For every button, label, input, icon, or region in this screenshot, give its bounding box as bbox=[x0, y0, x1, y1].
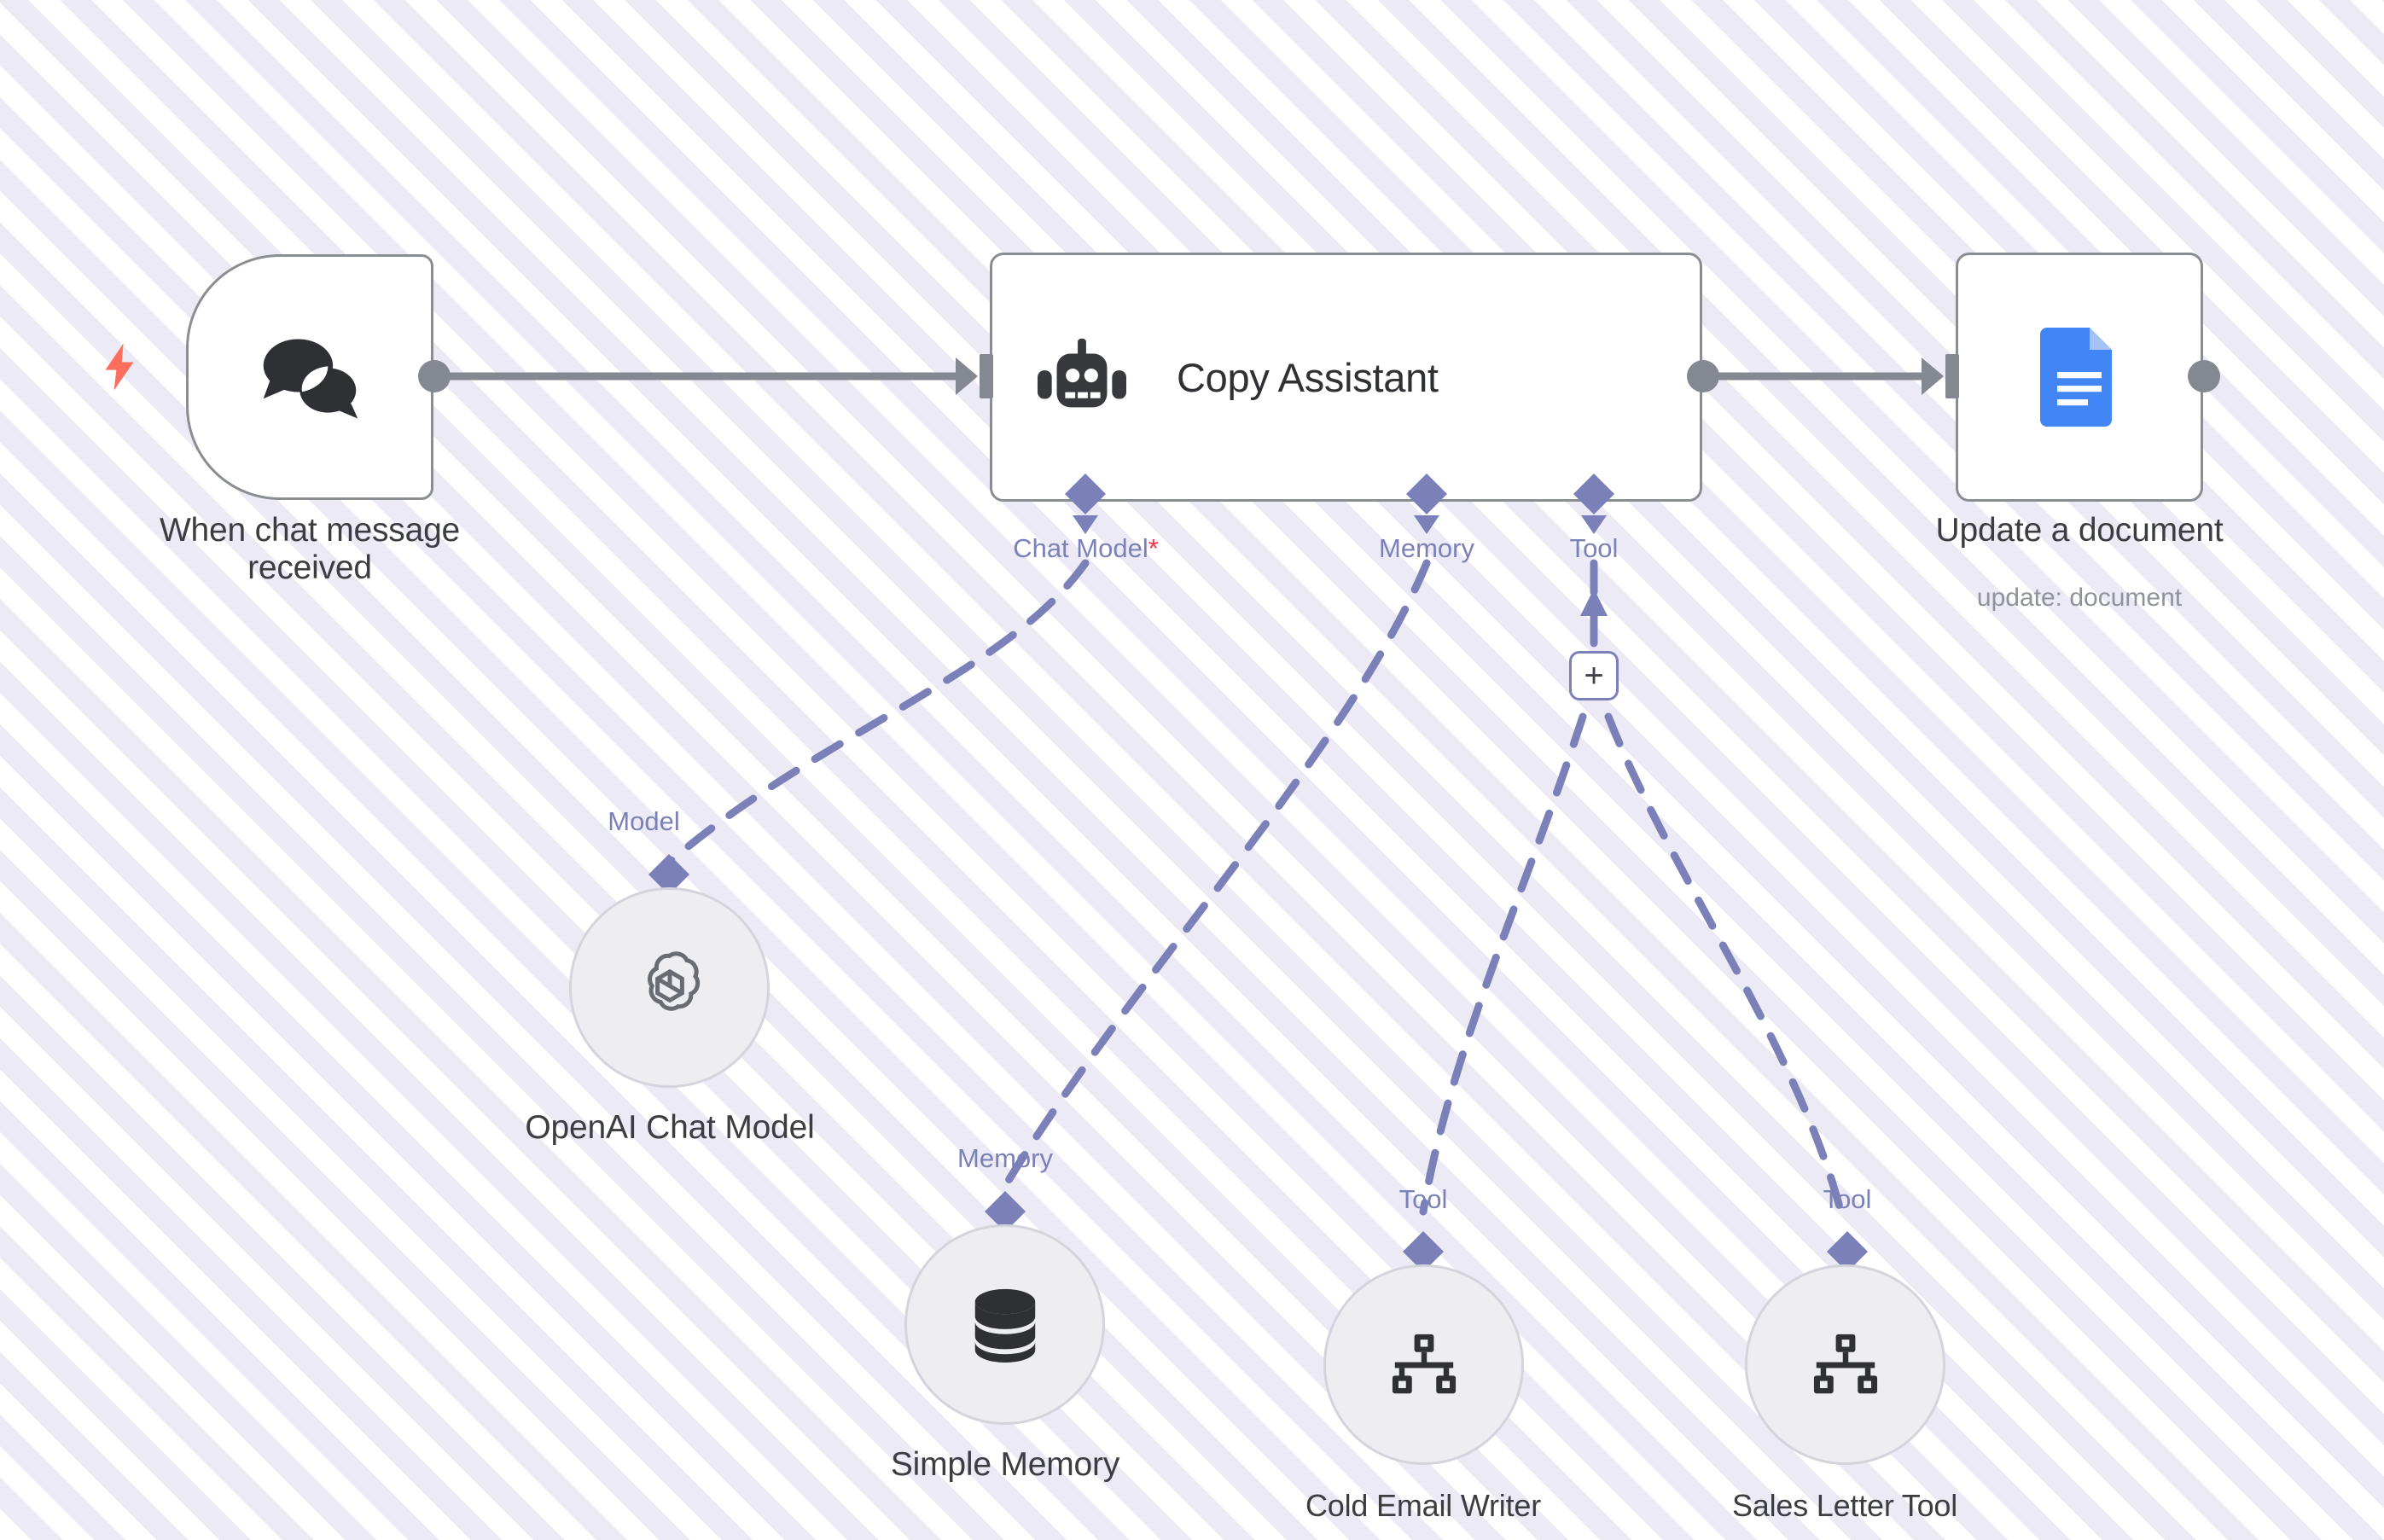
agent-port-label-chat-model: Chat Model* bbox=[1013, 533, 1159, 563]
node-subtitle-update-a-document: update: document bbox=[1976, 584, 2183, 612]
node-when-chat-message-received[interactable] bbox=[186, 254, 433, 500]
document-output-port[interactable] bbox=[2188, 360, 2220, 392]
database-icon bbox=[969, 1287, 1041, 1363]
node-sales-letter-tool[interactable] bbox=[1745, 1264, 1945, 1465]
add-tool-button[interactable]: + bbox=[1569, 651, 1619, 700]
lightning-bolt-icon bbox=[105, 343, 134, 391]
node-openai-chat-model[interactable] bbox=[569, 887, 770, 1088]
agent-port-label-memory: Memory bbox=[1379, 533, 1474, 563]
trigger-output-port[interactable] bbox=[418, 360, 451, 392]
agent-input-arrow-icon bbox=[956, 357, 978, 395]
chat-bubbles-icon bbox=[257, 330, 363, 424]
node-title-copy-assistant: Copy Assistant bbox=[1177, 354, 1439, 400]
agent-port-chat-model-tail bbox=[1073, 515, 1098, 534]
node-copy-assistant[interactable]: Copy Assistant bbox=[990, 253, 1702, 502]
agent-input-port[interactable] bbox=[980, 354, 993, 398]
trigger-lightning-bolt-icon bbox=[101, 341, 138, 392]
node-label-when-chat-message-received: When chat message received bbox=[159, 512, 461, 586]
agent-port-memory-tail bbox=[1414, 515, 1439, 534]
node-label-update-a-document: Update a document bbox=[1935, 512, 2224, 549]
sales-letter-tool-port-label: Tool bbox=[1823, 1184, 1872, 1214]
sitemap-icon bbox=[1809, 1333, 1882, 1398]
node-update-a-document[interactable] bbox=[1956, 253, 2203, 502]
node-label-cold-email-writer: Cold Email Writer bbox=[1305, 1488, 1541, 1523]
agent-port-tool-tail bbox=[1581, 515, 1607, 534]
openai-icon bbox=[629, 947, 711, 1029]
memory-port-label: Memory bbox=[957, 1143, 1053, 1173]
sitemap-icon bbox=[1387, 1333, 1461, 1398]
node-cold-email-writer[interactable] bbox=[1323, 1264, 1524, 1465]
agent-port-label-tool: Tool bbox=[1569, 533, 1619, 563]
google-docs-icon bbox=[2040, 328, 2119, 427]
chat-model-port-label: Model bbox=[608, 806, 680, 836]
cold-email-tool-port-label: Tool bbox=[1398, 1184, 1448, 1214]
node-label-sales-letter-tool: Sales Letter Tool bbox=[1731, 1488, 1958, 1523]
document-input-arrow-icon bbox=[1922, 357, 1944, 395]
document-input-port[interactable] bbox=[1945, 354, 1959, 398]
chat-model-required-marker: * bbox=[1148, 533, 1159, 563]
node-simple-memory[interactable] bbox=[904, 1224, 1105, 1425]
agent-output-port[interactable] bbox=[1687, 360, 1719, 392]
robot-icon bbox=[1037, 336, 1127, 418]
node-label-openai-chat-model: OpenAI Chat Model bbox=[525, 1109, 815, 1146]
node-label-simple-memory: Simple Memory bbox=[890, 1446, 1120, 1483]
